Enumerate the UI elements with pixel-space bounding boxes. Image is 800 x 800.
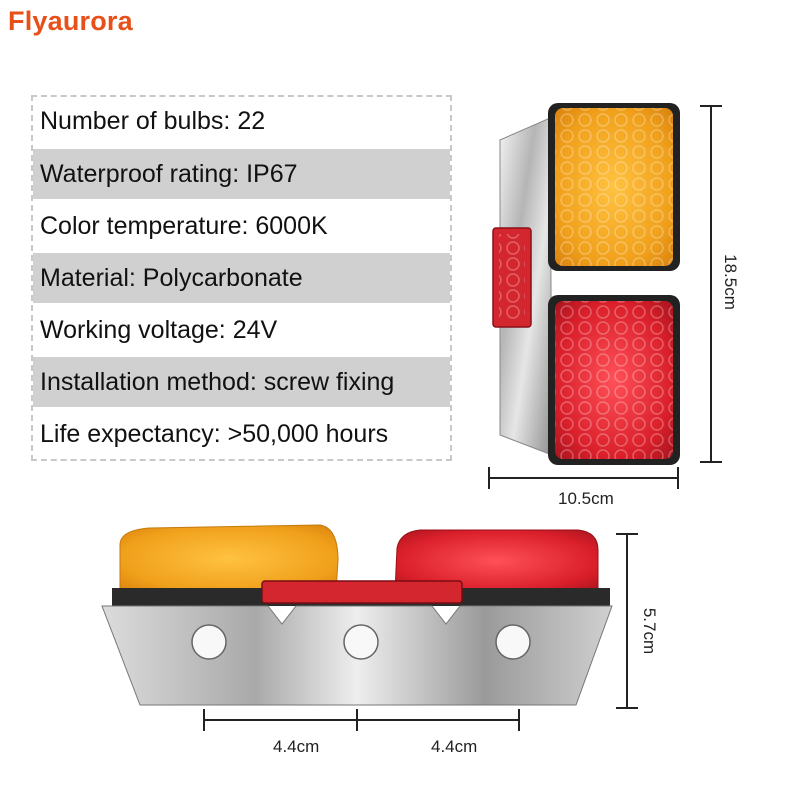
- hole-spacing-right-label: 4.4cm: [431, 737, 478, 756]
- spec-row-installation: Installation method: screw fixing: [33, 357, 450, 407]
- spec-row-voltage: Working voltage: 24V: [40, 316, 278, 344]
- width-dimension-label: 10.5cm: [558, 489, 614, 508]
- spec-row-material: Material: Polycarbonate: [33, 253, 450, 303]
- side-view: [101, 524, 613, 706]
- spec-row-life: Life expectancy: >50,000 hours: [40, 420, 389, 448]
- brand-logo: Flyaurora: [8, 6, 133, 36]
- spec-list: Number of bulbs: 22 Waterproof rating: I…: [31, 95, 452, 461]
- dimension-lines-side: [203, 533, 638, 731]
- depth-dimension-label: 5.7cm: [640, 607, 659, 655]
- spec-row-waterproof: Waterproof rating: IP67: [33, 149, 450, 199]
- spec-row-bulbs: Number of bulbs: 22: [40, 107, 266, 135]
- spec-row-color-temp: Color temperature: 6000K: [40, 212, 328, 240]
- front-view: [492, 103, 680, 465]
- dimension-lines-front: [488, 105, 722, 489]
- height-dimension-label: 18.5cm: [721, 254, 740, 310]
- hole-spacing-left-label: 4.4cm: [273, 737, 320, 756]
